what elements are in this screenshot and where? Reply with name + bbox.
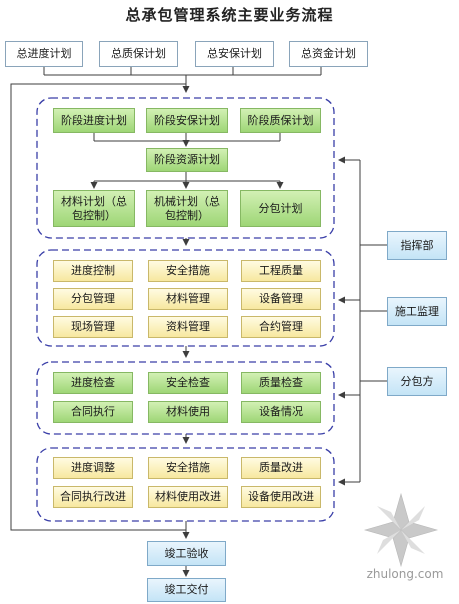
inspection-group-frame — [36, 361, 335, 435]
inspection-item: 合同执行 — [53, 401, 133, 423]
control-item: 安全措施 — [148, 260, 228, 282]
completion-acceptance-box: 竣工验收 — [147, 541, 226, 566]
adjustment-item: 合同执行改进 — [53, 486, 133, 508]
top-plan-safety: 总安保计划 — [195, 41, 274, 67]
stage-quality-plan: 阶段质保计划 — [240, 108, 321, 133]
planning-group-frame — [36, 97, 335, 239]
adjustment-item: 质量改进 — [241, 457, 321, 479]
machinery-plan: 机械计划（总包控制） — [146, 190, 228, 227]
inspection-item: 设备情况 — [241, 401, 321, 423]
top-plan-quality: 总质保计划 — [99, 41, 178, 67]
supervision-box: 施工监理 — [387, 297, 447, 326]
control-item: 工程质量 — [241, 260, 321, 282]
control-item: 进度控制 — [53, 260, 133, 282]
subcontractor-box: 分包方 — [387, 367, 447, 396]
control-item: 设备管理 — [241, 288, 321, 310]
zhulong-logo-icon — [363, 492, 439, 568]
stage-progress-plan: 阶段进度计划 — [53, 108, 135, 133]
control-item: 合约管理 — [241, 316, 321, 338]
adjustment-item: 设备使用改进 — [241, 486, 321, 508]
adjustment-item: 安全措施 — [148, 457, 228, 479]
stage-resource-plan: 阶段资源计划 — [146, 148, 228, 172]
completion-handover-box: 竣工交付 — [147, 578, 226, 602]
control-item: 现场管理 — [53, 316, 133, 338]
top-plan-progress: 总进度计划 — [5, 41, 83, 67]
inspection-item: 材料使用 — [148, 401, 228, 423]
inspection-item: 进度检查 — [53, 372, 133, 394]
control-item: 材料管理 — [148, 288, 228, 310]
control-item: 分包管理 — [53, 288, 133, 310]
diagram-title: 总承包管理系统主要业务流程 — [125, 6, 334, 24]
subcontract-plan: 分包计划 — [240, 190, 321, 227]
adjustment-item: 材料使用改进 — [148, 486, 228, 508]
top-plan-funds: 总资金计划 — [289, 41, 368, 67]
stage-safety-plan: 阶段安保计划 — [146, 108, 228, 133]
inspection-item: 质量检查 — [241, 372, 321, 394]
inspection-item: 安全检查 — [148, 372, 228, 394]
watermark-text: zhulong.com — [366, 567, 444, 581]
control-item: 资料管理 — [148, 316, 228, 338]
material-plan: 材料计划（总包控制） — [53, 190, 135, 227]
adjustment-group-frame — [36, 447, 335, 522]
command-center-box: 指挥部 — [387, 231, 447, 260]
adjustment-item: 进度调整 — [53, 457, 133, 479]
control-group-frame — [36, 249, 335, 347]
